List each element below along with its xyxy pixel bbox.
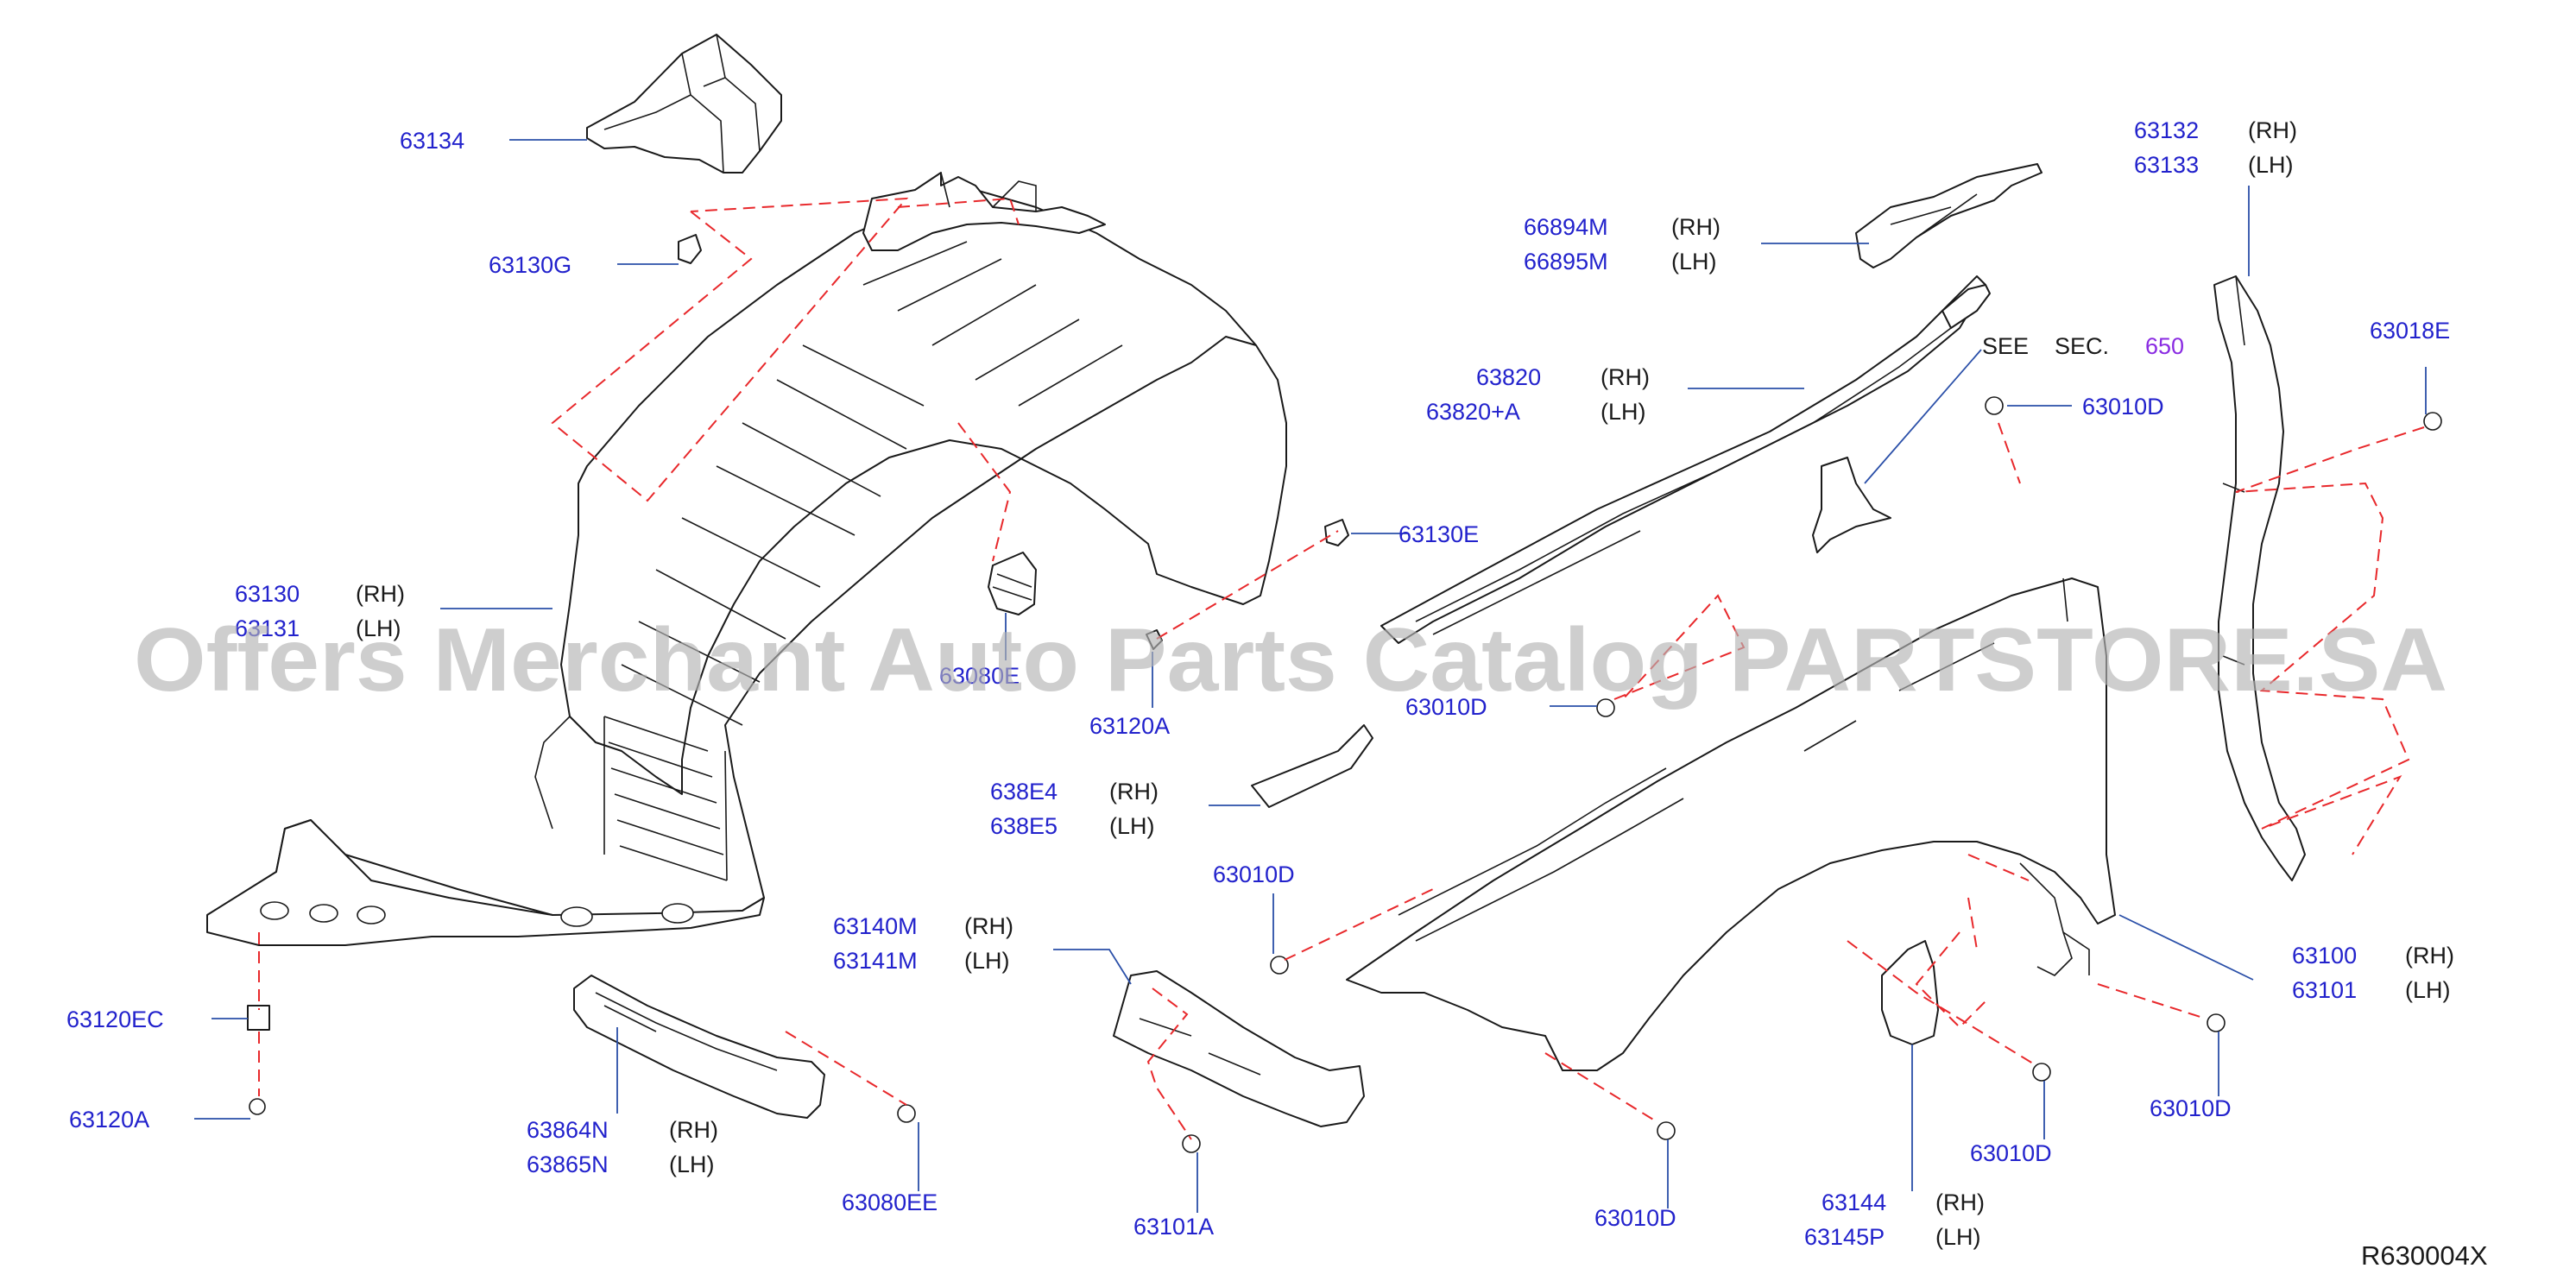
clip-63080E	[988, 552, 1037, 615]
label-63130[interactable]: 63130	[235, 581, 300, 607]
label-63130-side: (RH)	[356, 581, 405, 607]
label-63820A[interactable]: 63820+A	[1426, 399, 1520, 425]
label-66894M[interactable]: 66894M	[1524, 214, 1608, 240]
label-63100-side: (RH)	[2405, 943, 2454, 969]
protector-63864N	[573, 975, 825, 1119]
section-650-link[interactable]: 650	[2145, 333, 2184, 359]
label-63865N[interactable]: 63865N	[527, 1152, 609, 1177]
label-638E4[interactable]: 638E4	[990, 779, 1058, 805]
label-66895M[interactable]: 66895M	[1524, 249, 1608, 274]
label-63820[interactable]: 63820	[1476, 364, 1541, 390]
label-63018E[interactable]: 63018E	[2370, 318, 2450, 344]
label-63101A[interactable]: 63101A	[1133, 1214, 1214, 1240]
label-63820A-side: (LH)	[1601, 399, 1646, 425]
clip-63130G	[678, 234, 702, 264]
label-63120A-top[interactable]: 63120A	[1089, 713, 1170, 739]
label-63140M[interactable]: 63140M	[833, 913, 918, 939]
label-63134[interactable]: 63134	[400, 128, 464, 154]
guide-lines	[258, 197, 2425, 1140]
label-63010D-left[interactable]: 63010D	[1213, 861, 1295, 887]
label-63131[interactable]: 63131	[235, 615, 300, 641]
see-label: SEE	[1982, 333, 2029, 359]
label-63010D-bottom[interactable]: 63010D	[1594, 1205, 1676, 1231]
label-66894M-side: (RH)	[1671, 214, 1720, 240]
label-63010D-top[interactable]: 63010D	[2082, 394, 2164, 420]
label-63145P[interactable]: 63145P	[1804, 1224, 1885, 1250]
label-63080EE[interactable]: 63080EE	[842, 1190, 938, 1215]
label-63864N[interactable]: 63864N	[527, 1117, 609, 1143]
bracket-see-section	[1812, 457, 1891, 553]
label-63132-side: (RH)	[2248, 117, 2297, 143]
label-63010D-bottom-right[interactable]: 63010D	[1970, 1140, 2052, 1166]
bracket-63140M	[1113, 970, 1365, 1127]
label-63145P-side: (LH)	[1935, 1224, 1981, 1250]
sec-label: SEC.	[2055, 333, 2109, 359]
insulator-63134	[586, 34, 782, 174]
label-63141M-side: (LH)	[964, 948, 1010, 974]
label-63865N-side: (LH)	[669, 1152, 715, 1177]
seal-63132	[2213, 275, 2306, 881]
label-638E5[interactable]: 638E5	[990, 813, 1058, 839]
label-63101[interactable]: 63101	[2292, 977, 2357, 1003]
label-63144-side: (RH)	[1935, 1190, 1985, 1215]
label-63130G[interactable]: 63130G	[489, 252, 571, 278]
rail-63820	[1380, 275, 1991, 644]
clip-63120A-top	[1146, 629, 1163, 650]
label-63133[interactable]: 63133	[2134, 152, 2199, 178]
label-638E4-side: (RH)	[1109, 779, 1159, 805]
fender-63100	[1346, 577, 2116, 1071]
label-638E5-side: (LH)	[1109, 813, 1155, 839]
label-66895M-side: (LH)	[1671, 249, 1717, 274]
label-63131-side: (LH)	[356, 615, 401, 641]
label-63120EC[interactable]: 63120EC	[66, 1006, 164, 1032]
label-63144[interactable]: 63144	[1822, 1190, 1886, 1215]
leader-lines	[194, 139, 2427, 1213]
diagram-reference: R630004X	[2361, 1240, 2488, 1271]
label-63820-side: (RH)	[1601, 364, 1650, 390]
label-63133-side: (LH)	[2248, 152, 2294, 178]
label-63101-side: (LH)	[2405, 977, 2451, 1003]
part-labels: 63134 63130G 63130 (RH) 63131 (LH) 63080…	[66, 117, 2488, 1271]
label-63132[interactable]: 63132	[2134, 117, 2199, 143]
label-63130E[interactable]: 63130E	[1398, 521, 1479, 547]
label-63010D-right[interactable]: 63010D	[2150, 1095, 2232, 1121]
label-63100[interactable]: 63100	[2292, 943, 2357, 969]
watermark: Offers Merchant Auto Parts Catalog PARTS…	[134, 610, 2447, 710]
bracket-63144	[1881, 940, 1939, 1045]
label-63010D-mid[interactable]: 63010D	[1405, 694, 1487, 720]
strip-638E4	[1251, 724, 1373, 808]
label-63140M-side: (RH)	[964, 913, 1013, 939]
label-63080E[interactable]: 63080E	[939, 663, 1020, 689]
label-63864N-side: (RH)	[669, 1117, 718, 1143]
label-63120A-bottom[interactable]: 63120A	[69, 1107, 149, 1133]
label-63141M[interactable]: 63141M	[833, 948, 918, 974]
bracket-66894M	[1855, 163, 2042, 268]
fender-liner-63130	[206, 172, 1287, 946]
